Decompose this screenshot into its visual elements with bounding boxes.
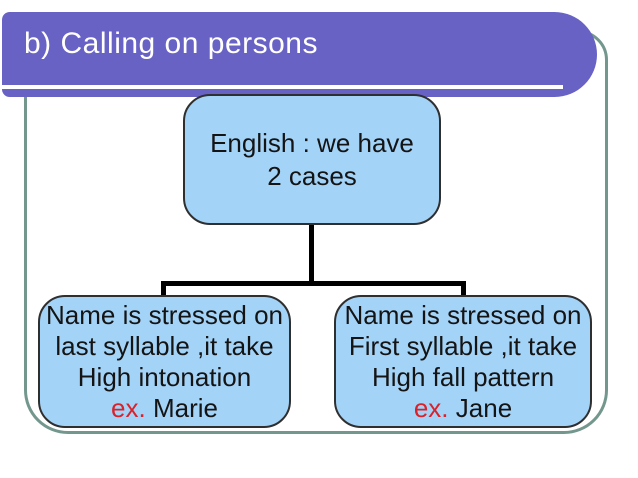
example-name: Jane bbox=[455, 392, 513, 423]
node-text-line: English : we have bbox=[210, 127, 414, 158]
example-name: Marie bbox=[152, 392, 218, 423]
diagram-node-english-two-cases: English : we have 2 cases bbox=[183, 94, 441, 225]
connector-root-vertical bbox=[309, 224, 314, 286]
title-banner: b) Calling on persons bbox=[2, 12, 597, 97]
node-text-line: First syllable ,it take bbox=[348, 330, 578, 361]
diagram-node-first-syllable: Name is stressed on First syllable ,it t… bbox=[334, 295, 592, 428]
example-label: ex. bbox=[413, 392, 449, 423]
title-underline bbox=[2, 85, 563, 89]
connector-horizontal bbox=[161, 281, 466, 286]
slide-title: b) Calling on persons bbox=[24, 27, 318, 60]
node-text-line: High intonation bbox=[77, 361, 252, 392]
example-label: ex. bbox=[111, 392, 146, 423]
connector-left-stub bbox=[161, 281, 166, 297]
node-text-line: 2 cases bbox=[267, 160, 357, 191]
node-text-line: Name is stressed on bbox=[344, 299, 582, 330]
connector-right-stub bbox=[461, 281, 466, 297]
node-example-line: ex.Jane bbox=[414, 393, 512, 424]
node-text-line: last syllable ,it take bbox=[55, 330, 274, 361]
node-text-line: High fall pattern bbox=[371, 361, 555, 392]
diagram-node-last-syllable: Name is stressed on last syllable ,it ta… bbox=[38, 295, 291, 428]
node-example-line: ex.Marie bbox=[111, 393, 218, 424]
node-text-line: Name is stressed on bbox=[46, 299, 283, 330]
